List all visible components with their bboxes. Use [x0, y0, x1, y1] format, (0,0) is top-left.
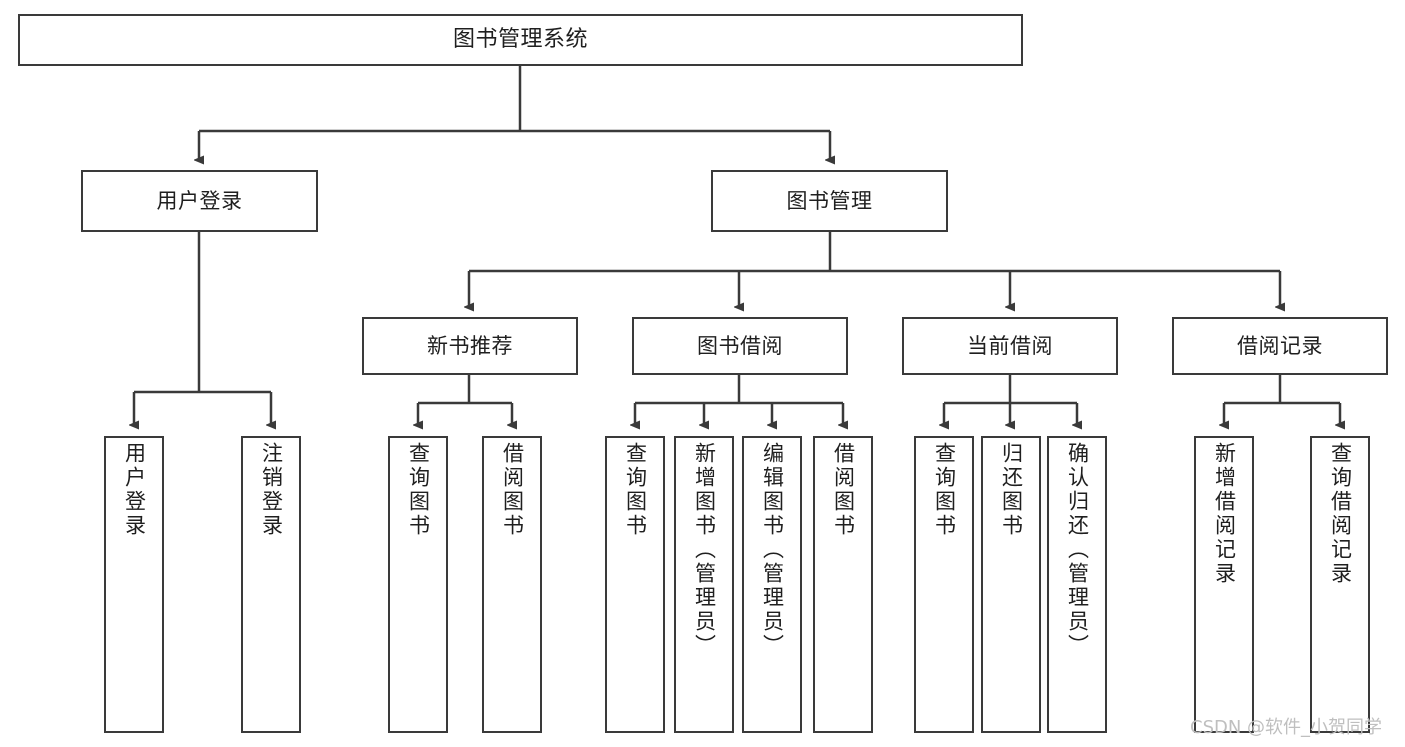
node-label: 查询借阅记录: [1328, 442, 1353, 586]
node-label: 借阅图书: [500, 442, 525, 538]
leaf-user-login-signout[interactable]: 注销登录: [241, 436, 301, 733]
leaf-borrow-query-book[interactable]: 查询图书: [605, 436, 665, 733]
node-label: 借阅图书: [831, 442, 856, 538]
node-label: 图书管理系统: [452, 27, 588, 53]
node-borrow-records[interactable]: 借阅记录: [1172, 317, 1388, 375]
node-label: 确认归还（管理员）: [1065, 442, 1090, 658]
node-label: 图书管理: [786, 188, 873, 213]
node-label: 新增借阅记录: [1212, 442, 1237, 586]
node-label: 查询图书: [932, 442, 957, 538]
node-label: 用户登录: [122, 442, 147, 538]
node-label: 注销登录: [259, 442, 284, 538]
node-user-login[interactable]: 用户登录: [81, 170, 318, 232]
node-label: 归还图书: [999, 442, 1024, 538]
leaf-borrow-add-book-admin[interactable]: 新增图书（管理员）: [674, 436, 734, 733]
leaf-current-confirm-return-admin[interactable]: 确认归还（管理员）: [1047, 436, 1107, 733]
node-root-system[interactable]: 图书管理系统: [18, 14, 1023, 66]
node-label: 新书推荐: [427, 333, 513, 358]
leaf-current-return-book[interactable]: 归还图书: [981, 436, 1041, 733]
node-current-borrow[interactable]: 当前借阅: [902, 317, 1118, 375]
leaf-new-book-query[interactable]: 查询图书: [388, 436, 448, 733]
node-label: 查询图书: [406, 442, 431, 538]
node-label: 查询图书: [623, 442, 648, 538]
node-label: 图书借阅: [697, 333, 783, 358]
leaf-borrow-borrow-book[interactable]: 借阅图书: [813, 436, 873, 733]
csdn-watermark: CSDN @软件_小贺同学: [1190, 717, 1383, 738]
node-book-borrow[interactable]: 图书借阅: [632, 317, 848, 375]
leaf-records-query-record[interactable]: 查询借阅记录: [1310, 436, 1370, 733]
node-book-management[interactable]: 图书管理: [711, 170, 948, 232]
node-label: 用户登录: [156, 188, 243, 213]
node-label: 新增图书（管理员）: [692, 442, 717, 658]
leaf-borrow-edit-book-admin[interactable]: 编辑图书（管理员）: [742, 436, 802, 733]
node-label: 编辑图书（管理员）: [760, 442, 785, 658]
node-new-book-recommend[interactable]: 新书推荐: [362, 317, 578, 375]
leaf-user-login-signin[interactable]: 用户登录: [104, 436, 164, 733]
leaf-current-query-book[interactable]: 查询图书: [914, 436, 974, 733]
node-label: 当前借阅: [967, 333, 1053, 358]
node-label: 借阅记录: [1237, 333, 1323, 358]
leaf-records-add-record[interactable]: 新增借阅记录: [1194, 436, 1254, 733]
leaf-new-book-borrow[interactable]: 借阅图书: [482, 436, 542, 733]
